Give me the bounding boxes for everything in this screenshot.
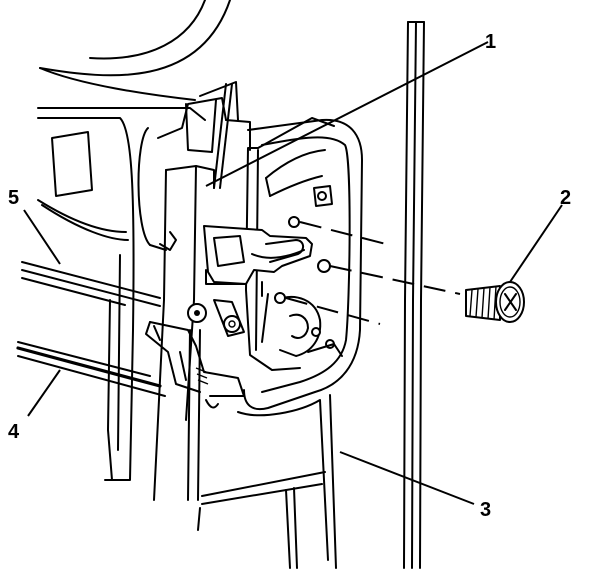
leader-lines: [23, 41, 563, 505]
door-inner-panel: [37, 0, 231, 481]
callout-2: 2: [560, 187, 571, 209]
body-side-rails: [403, 21, 425, 569]
lower-trim-rail: [16, 341, 166, 397]
latch-bolt: [465, 281, 525, 323]
latch-housing: [137, 81, 251, 501]
callout-1: 1: [485, 31, 496, 53]
belt-weatherstrip: [21, 261, 161, 307]
bolt-alignment-lines: [285, 221, 461, 325]
callout-3: 3: [480, 499, 491, 521]
callout-5: 5: [8, 187, 19, 209]
door-latch: [203, 117, 363, 410]
door-frame-pillar: [197, 394, 337, 569]
callout-4: 4: [8, 421, 20, 443]
